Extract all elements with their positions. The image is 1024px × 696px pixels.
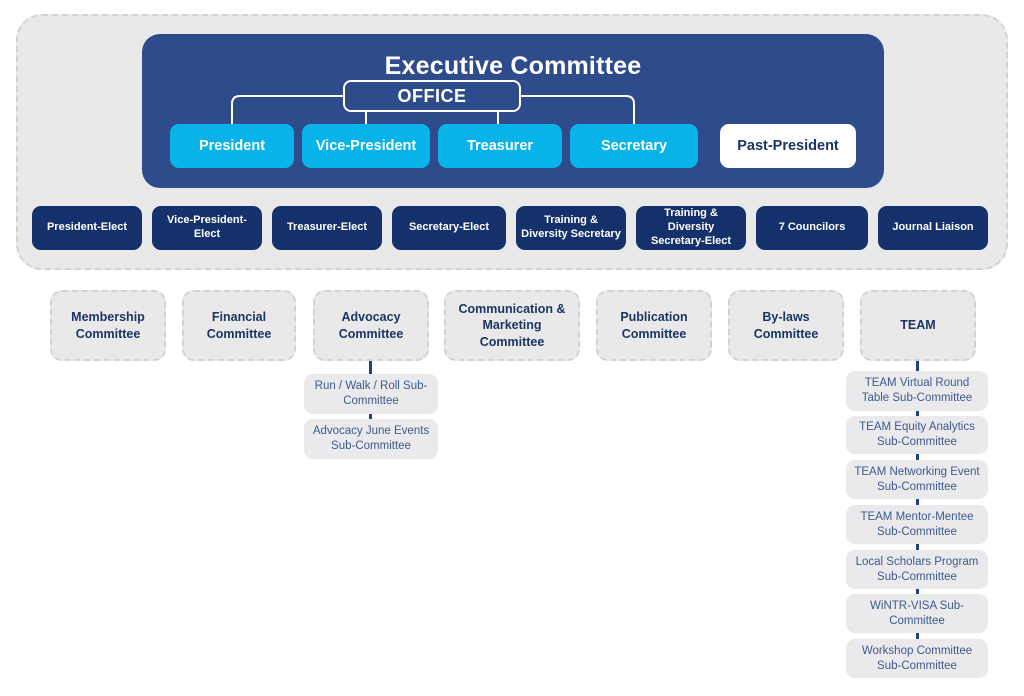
role-secretary-elect[interactable]: Secretary-Elect <box>392 206 506 250</box>
role-training-diversity-secretary[interactable]: Training & Diversity Secretary <box>516 206 626 250</box>
committee-advocacy[interactable]: Advocacy Committee <box>313 290 429 361</box>
role-president-elect[interactable]: President-Elect <box>32 206 142 250</box>
connector-team-2 <box>916 411 919 417</box>
officer-vice-president[interactable]: Vice-President <box>302 124 430 168</box>
executive-committee-panel: Executive Committee OFFICE President Vic… <box>142 34 884 188</box>
committee-financial[interactable]: Financial Committee <box>182 290 296 361</box>
committee-publication[interactable]: Publication Committee <box>596 290 712 361</box>
connector-team-6 <box>916 589 919 595</box>
connector-team-4 <box>916 499 919 505</box>
subcommittee-advocacy-june-events[interactable]: Advocacy June Events Sub-Committee <box>304 419 438 459</box>
role-treasurer-elect[interactable]: Treasurer-Elect <box>272 206 382 250</box>
executive-committee-title: Executive Committee <box>384 52 642 80</box>
subcommittee-run-walk-roll[interactable]: Run / Walk / Roll Sub-Committee <box>304 374 438 414</box>
subcommittee-team-equity-analytics[interactable]: TEAM Equity Analytics Sub-Committee <box>846 416 988 454</box>
subcommittee-workshop-committee[interactable]: Workshop Committee Sub-Committee <box>846 639 988 678</box>
role-vice-president-elect[interactable]: Vice-President-Elect <box>152 206 262 250</box>
subcommittee-team-mentor-mentee[interactable]: TEAM Mentor-Mentee Sub-Committee <box>846 505 988 544</box>
subcommittee-team-virtual-round-table[interactable]: TEAM Virtual Round Table Sub-Committee <box>846 371 988 411</box>
connector-team-5 <box>916 544 919 550</box>
role-training-diversity-secretary-elect[interactable]: Training & Diversity Secretary-Elect <box>636 206 746 250</box>
officer-treasurer[interactable]: Treasurer <box>438 124 562 168</box>
committee-communication-marketing[interactable]: Communication & Marketing Committee <box>444 290 580 361</box>
committee-membership[interactable]: Membership Committee <box>50 290 166 361</box>
committee-team[interactable]: TEAM <box>860 290 976 361</box>
connector-team-1 <box>916 361 919 374</box>
office-box[interactable]: OFFICE <box>343 80 521 112</box>
connector-advocacy-1 <box>369 361 372 374</box>
subcommittee-team-networking-event[interactable]: TEAM Networking Event Sub-Committee <box>846 460 988 499</box>
officer-president[interactable]: President <box>170 124 294 168</box>
subcommittee-wintr-visa[interactable]: WiNTR-VISA Sub-Committee <box>846 594 988 633</box>
committee-by-laws[interactable]: By-laws Committee <box>728 290 844 361</box>
officer-secretary[interactable]: Secretary <box>570 124 698 168</box>
connector-advocacy-2 <box>369 414 372 421</box>
connector-team-7 <box>916 633 919 639</box>
connector-team-3 <box>916 454 919 460</box>
subcommittee-local-scholars-program[interactable]: Local Scholars Program Sub-Committee <box>846 550 988 589</box>
officer-past-president[interactable]: Past-President <box>720 124 856 168</box>
role-journal-liaison[interactable]: Journal Liaison <box>878 206 988 250</box>
role-7-councilors[interactable]: 7 Councilors <box>756 206 868 250</box>
